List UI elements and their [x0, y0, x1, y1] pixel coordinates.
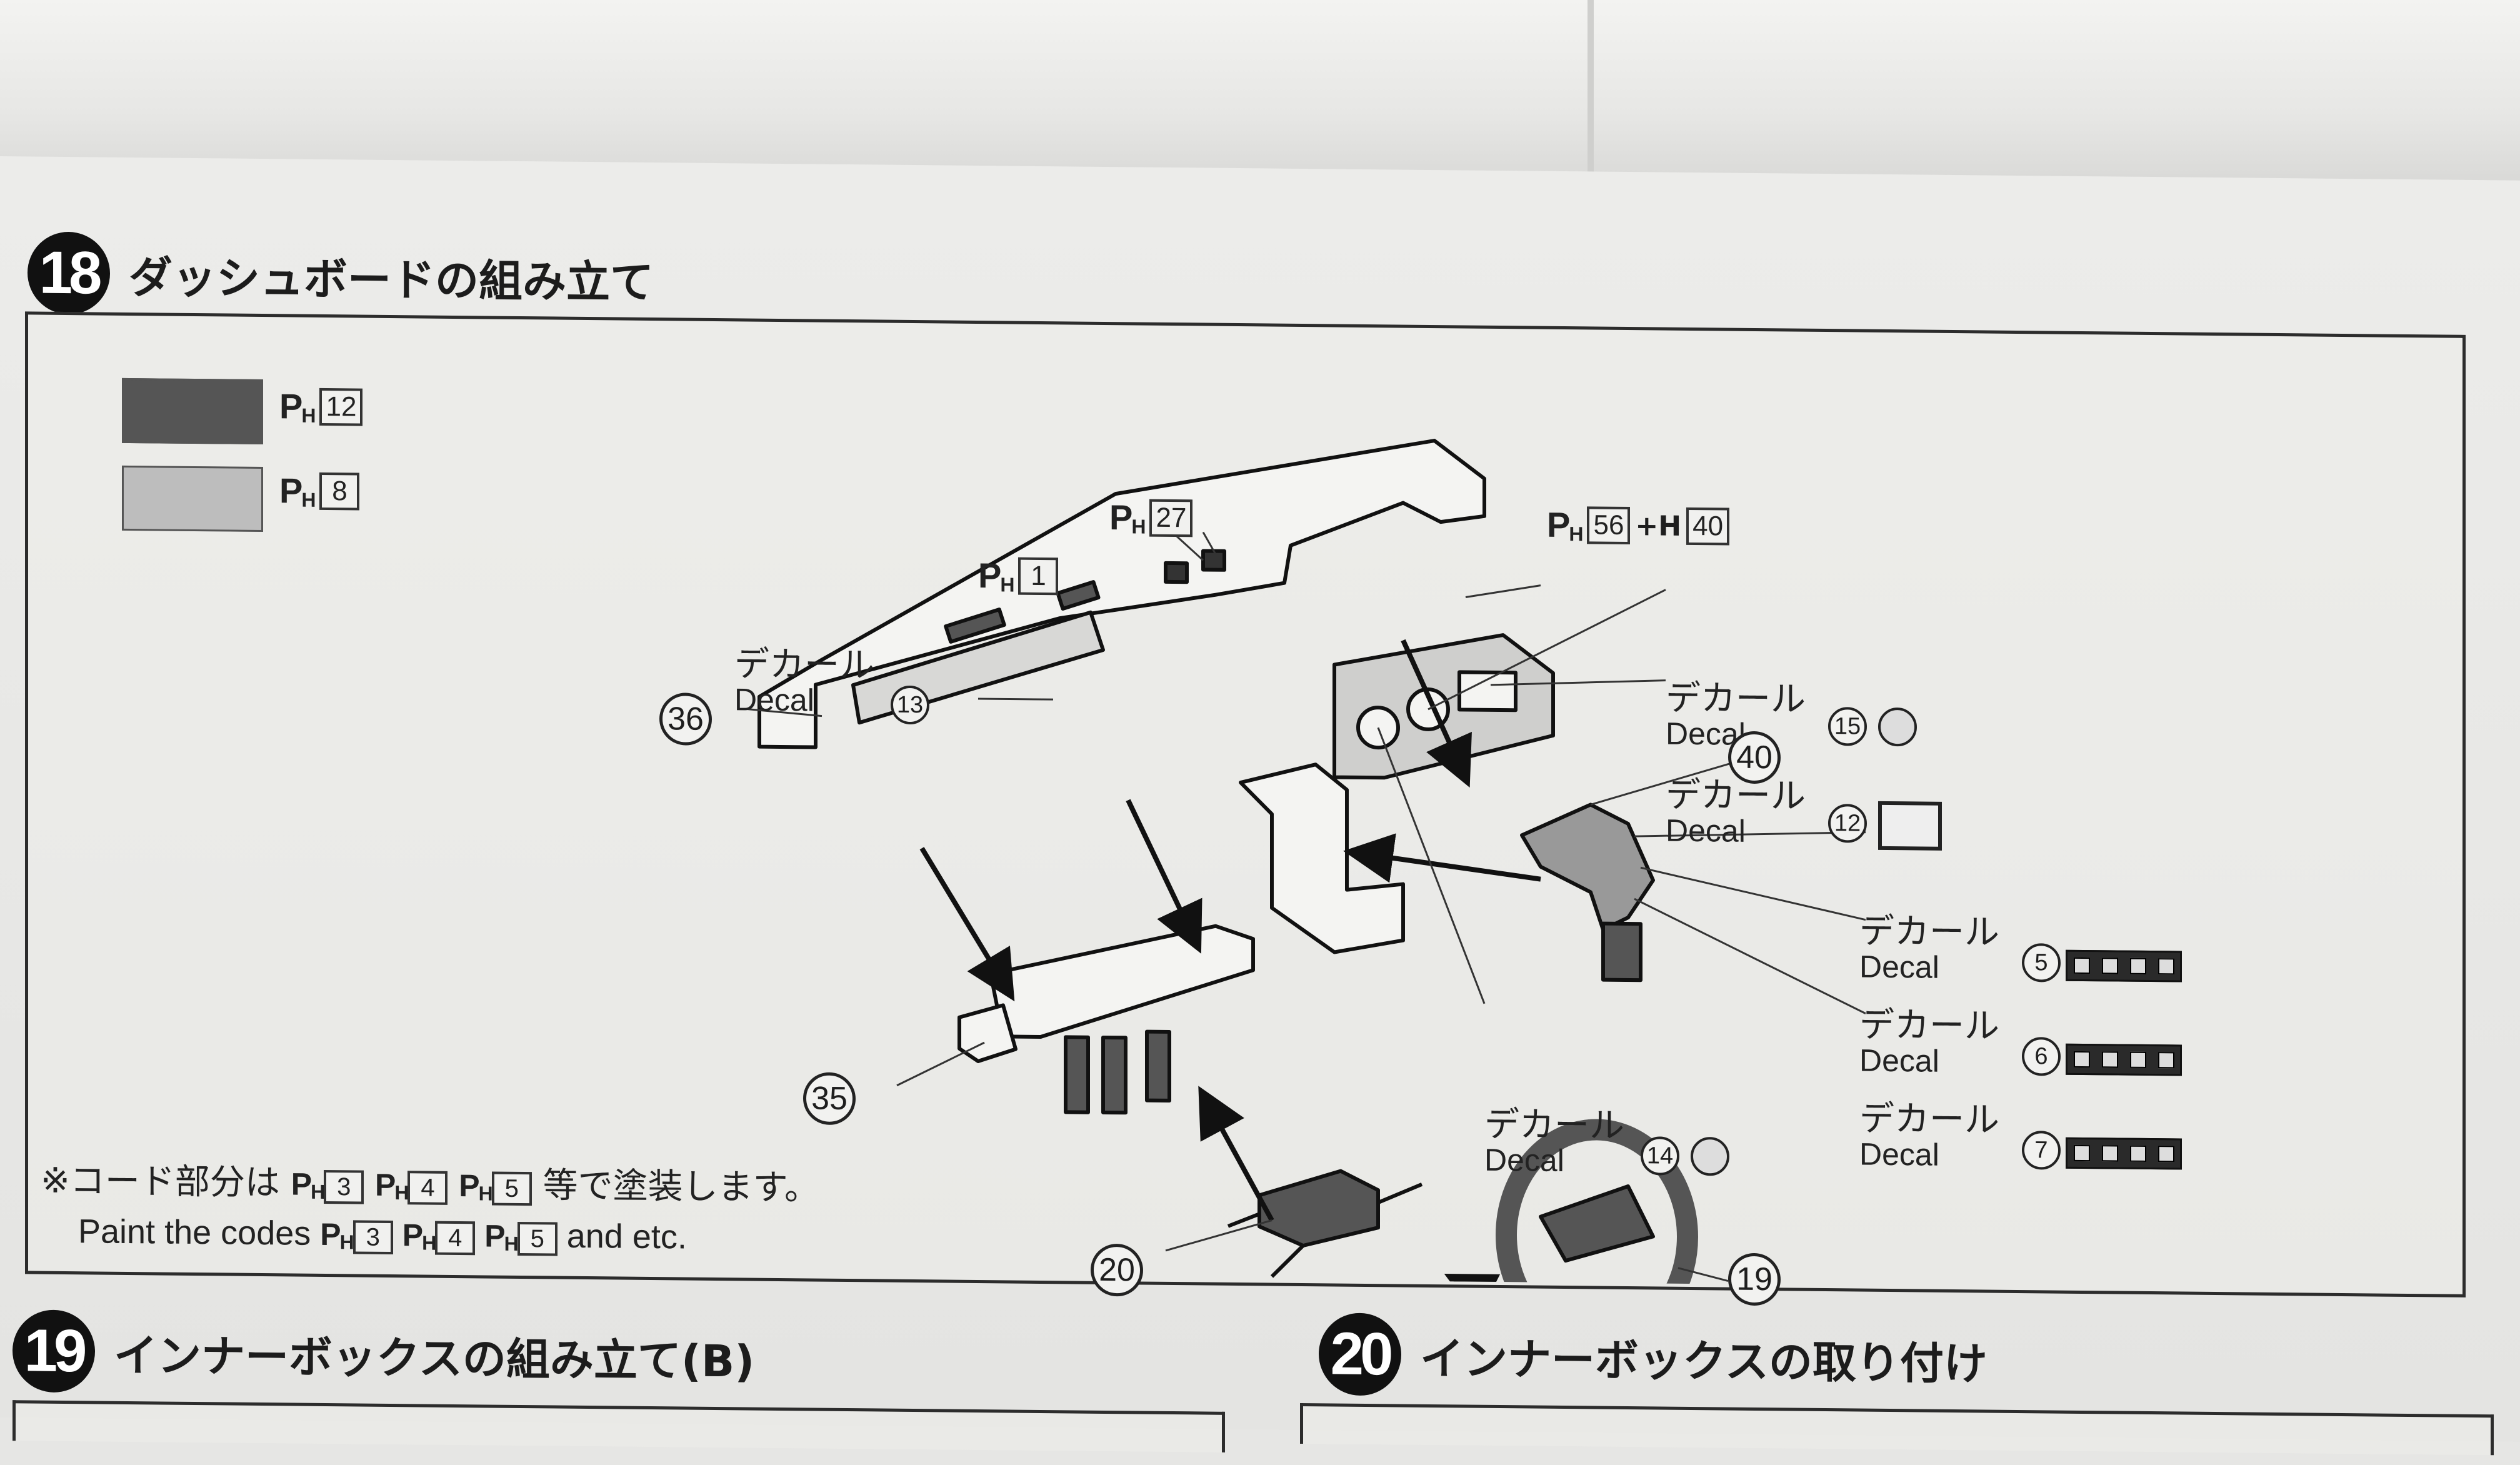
- step-19-title: インナーボックスの組み立て(B): [114, 1329, 755, 1388]
- wall-seam: [1588, 0, 1594, 188]
- decal-number-12: 12: [1828, 804, 1867, 843]
- step-18-number: 18: [28, 231, 110, 315]
- paint-callout-1: PH 1: [978, 555, 1059, 597]
- ph-icon: PH: [978, 556, 1014, 596]
- instruction-sheet: 18 ダッシュボードの組み立て PH 12 PH 8: [0, 156, 2520, 1456]
- decal-callout-7: デカール Decal: [1859, 1098, 1999, 1172]
- paint-callout-56-40: PH 56 +H 40: [1547, 504, 1730, 548]
- decal-number-14: 14: [1641, 1136, 1679, 1176]
- ph-icon: PH: [1109, 498, 1145, 538]
- upper-dash-panel: [758, 439, 1486, 749]
- ph-icon: PH: [402, 1218, 436, 1254]
- lower-dash-panel: [989, 924, 1255, 1039]
- gauge-icon: [1691, 1136, 1729, 1176]
- step-19-frame: [12, 1400, 1225, 1452]
- step-19-number: 19: [12, 1309, 95, 1393]
- ph-icon: PH: [320, 1216, 353, 1254]
- step-19-heading: 19 インナーボックスの組み立て(B): [12, 1309, 754, 1399]
- decal-callout-12: デカール Decal: [1666, 774, 1806, 849]
- decal-callout-13: デカール Decal: [734, 644, 874, 718]
- step-18-title: ダッシュボードの組み立て: [129, 251, 654, 308]
- meter-decal-icon: [1878, 801, 1942, 851]
- step-20-title: インナーボックスの取り付け: [1420, 1332, 1988, 1390]
- gauge-icon: [1878, 707, 1917, 747]
- part-number-40: 40: [1728, 731, 1781, 784]
- part-number-35: 35: [803, 1072, 856, 1126]
- ph-icon: PH: [484, 1218, 518, 1255]
- step-18-frame: PH 12 PH 8: [25, 311, 2466, 1306]
- decal-number-15: 15: [1828, 707, 1867, 746]
- steering-wheel-icon: [1496, 1119, 1698, 1291]
- vent-decal-icon: [2066, 949, 2182, 982]
- decal-callout-6: デカール Decal: [1859, 1004, 1999, 1079]
- background-wall: [0, 0, 2520, 188]
- part-number-36: 36: [659, 692, 712, 746]
- column-switch: [1258, 1169, 1380, 1248]
- ph-icon: PH: [375, 1167, 408, 1204]
- ph-icon: PH: [291, 1166, 324, 1203]
- step-20-number: 20: [1319, 1312, 1401, 1396]
- part-number-19: 19: [1728, 1252, 1781, 1306]
- ph-icon: PH: [1547, 504, 1582, 546]
- paint-callout-27: PH 27: [1109, 497, 1193, 539]
- decal-number-7: 7: [2022, 1131, 2061, 1170]
- vent-decal-icon: [2066, 1043, 2182, 1076]
- dashboard-assembly-diagram: [746, 439, 1866, 1291]
- decal-number-5: 5: [2022, 943, 2061, 982]
- decal-callout-14: デカール Decal: [1484, 1104, 1624, 1178]
- decal-callout-5: デカール Decal: [1859, 911, 1999, 985]
- vent-decal-icon: [2066, 1137, 2182, 1170]
- decal-number-13: 13: [891, 685, 929, 725]
- step-18-heading: 18 ダッシュボードの組み立て: [28, 231, 654, 320]
- vent-part: [1520, 802, 1655, 932]
- step-20-heading: 20 インナーボックスの取り付け: [1319, 1312, 1988, 1401]
- decal-number-6: 6: [2022, 1037, 2061, 1076]
- part-number-20: 20: [1091, 1243, 1143, 1297]
- step-20-frame: [1300, 1402, 2494, 1456]
- ph-icon: PH: [459, 1168, 492, 1205]
- center-console: [1239, 762, 1405, 954]
